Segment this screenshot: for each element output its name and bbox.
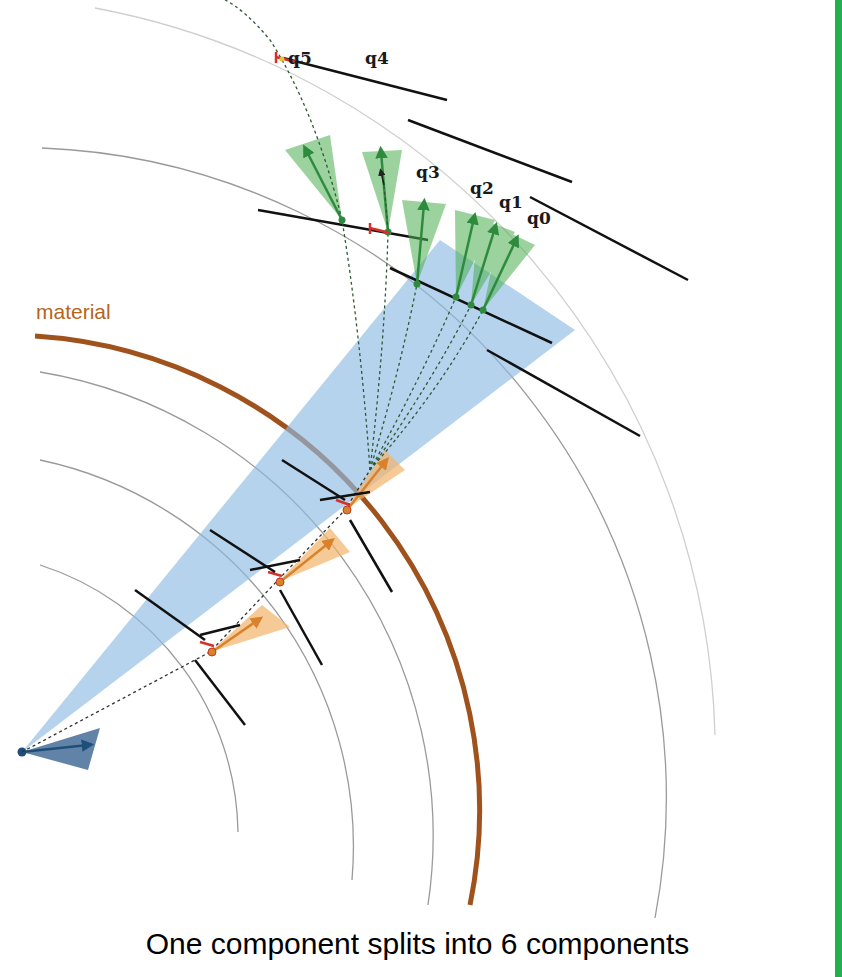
callout-number: q0 bbox=[527, 208, 551, 228]
callout-number: q3 bbox=[416, 162, 440, 182]
callout-number: q1 bbox=[499, 192, 523, 212]
callout-number: q5 bbox=[288, 48, 312, 68]
callout-number: q4 bbox=[365, 48, 389, 68]
material-label: material bbox=[36, 300, 111, 324]
callout-number: q2 bbox=[470, 178, 494, 198]
caption: One component splits into 6 components bbox=[146, 927, 690, 961]
